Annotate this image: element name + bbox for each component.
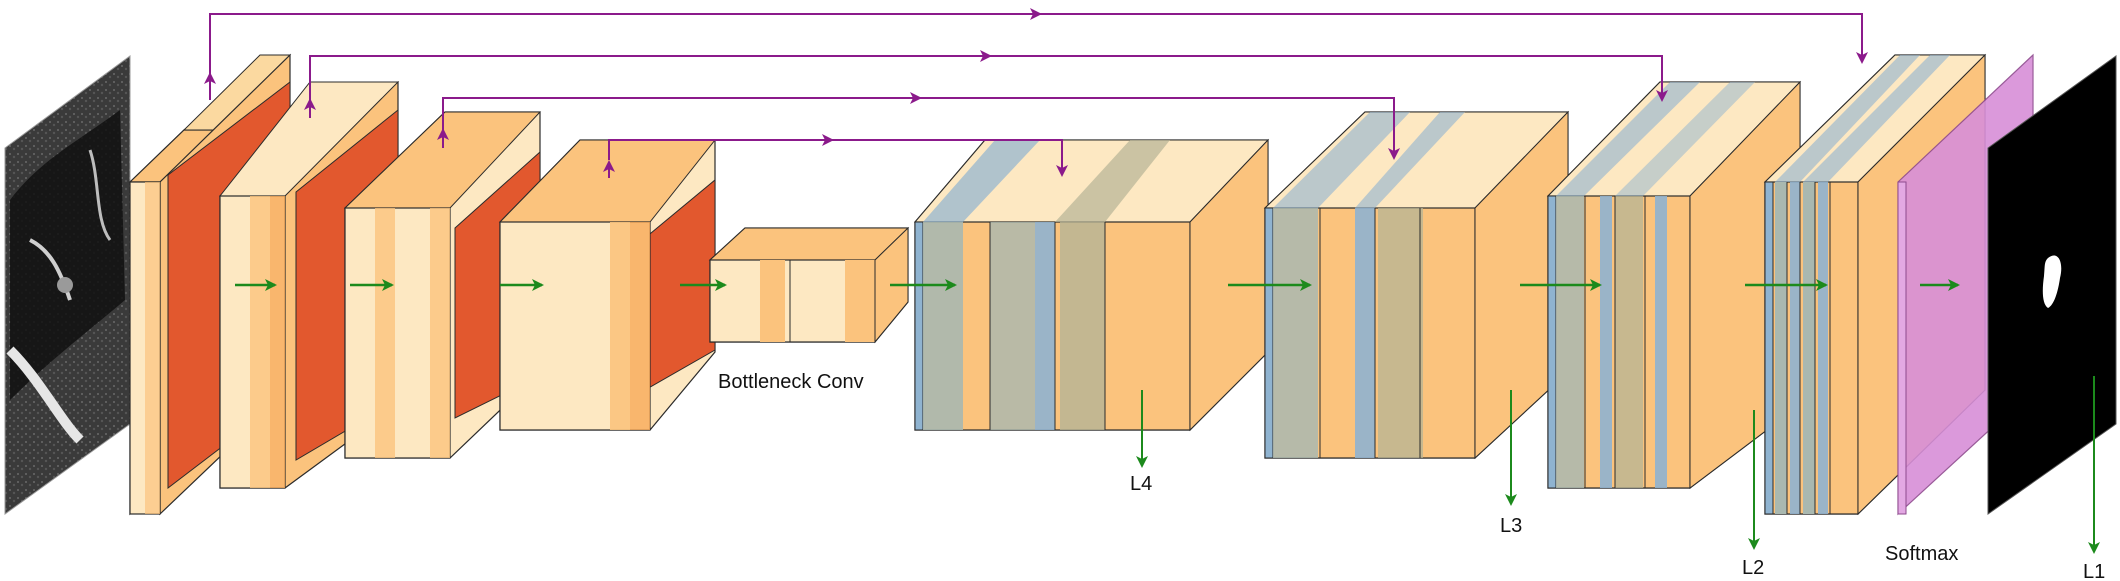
- bottleneck-label: Bottleneck Conv: [718, 371, 864, 393]
- deep-supervision-arrows: [1136, 376, 2100, 554]
- encoder-block-4: [498, 139, 717, 431]
- decoder-block-3: [1263, 110, 1570, 460]
- bottleneck-block: [708, 226, 910, 344]
- softmax-label: Softmax: [1885, 543, 1958, 565]
- l2-label: L2: [1742, 557, 1764, 579]
- l3-label: L3: [1500, 515, 1522, 537]
- l4-label: L4: [1130, 473, 1152, 495]
- l1-label: L1: [2083, 561, 2105, 581]
- output-segmentation-mask: [1987, 55, 2117, 515]
- skip-connections: [204, 8, 1868, 178]
- input-ct-image: [4, 55, 131, 515]
- decoder-block-4: [913, 138, 1270, 432]
